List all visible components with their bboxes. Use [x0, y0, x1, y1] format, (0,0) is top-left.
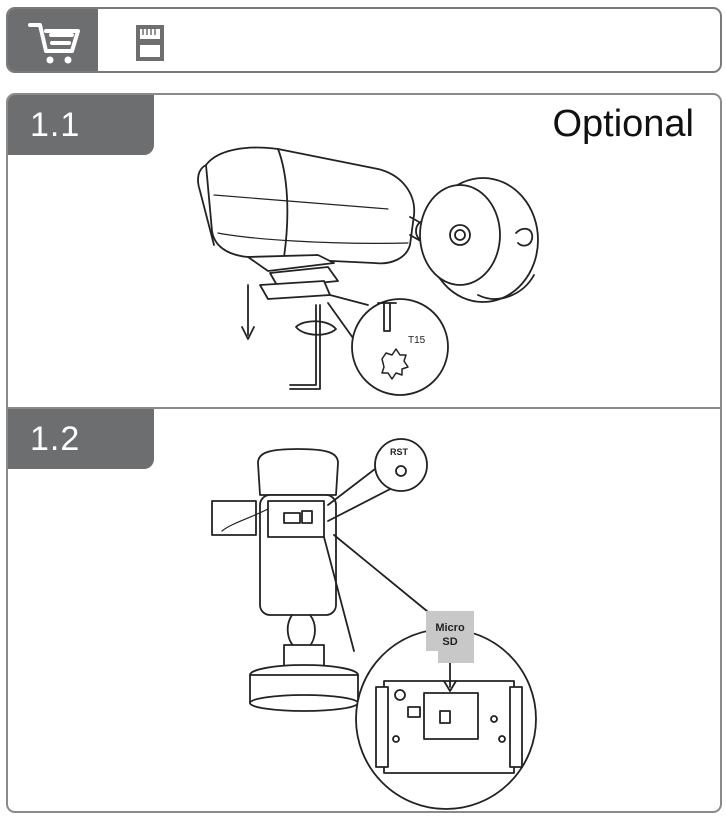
torx-size-label: T15 [408, 335, 426, 346]
micro-sd-label-line2: SD [442, 636, 457, 648]
micro-sd-card [426, 611, 474, 663]
step-panel-1-1: 1.1 Optional [6, 93, 722, 409]
rst-label: RST [390, 447, 409, 457]
step-panel-1-2: 1.2 [6, 407, 722, 813]
camera-housing-removal-illustration: T15 [197, 146, 539, 396]
step-number-1-2: 1.2 [8, 409, 154, 469]
shopping-cart-icon [28, 23, 80, 64]
cart-tab [8, 9, 98, 71]
sd-card-icon [130, 23, 170, 63]
micro-sd-label-line1: Micro [435, 622, 465, 634]
optional-label: Optional [552, 103, 694, 145]
step-number-1-1: 1.1 [8, 95, 154, 155]
header-bar [6, 7, 722, 73]
sd-card-insertion-illustration: RST Micro SD [211, 438, 537, 810]
